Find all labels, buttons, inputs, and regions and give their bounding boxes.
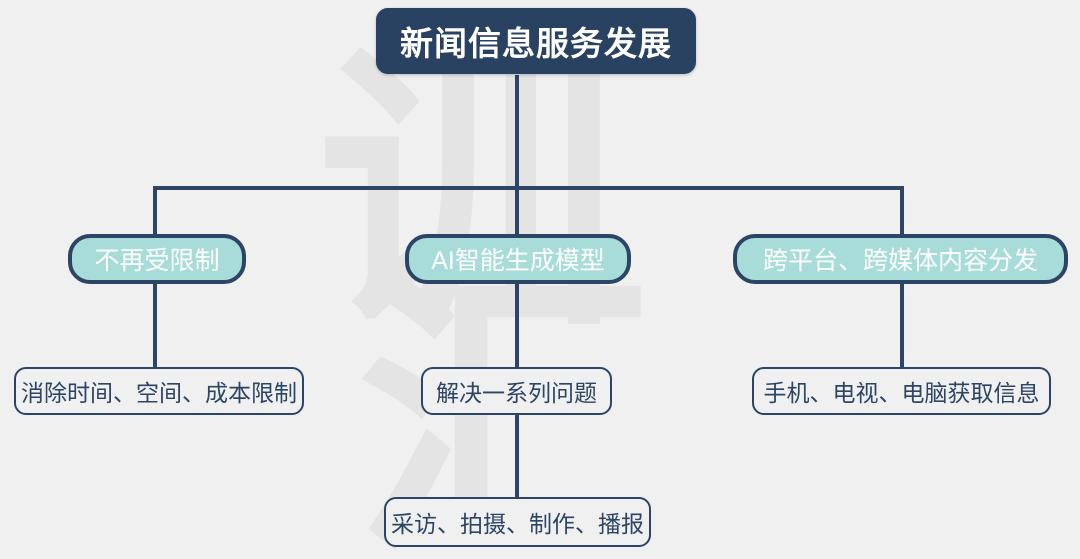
connector-bus-to-branch-2: [515, 186, 519, 236]
node-branch-2-leaf-2[interactable]: 采访、拍摄、制作、播报: [384, 497, 651, 547]
node-branch-1[interactable]: 不再受限制: [68, 234, 246, 284]
node-branch-3[interactable]: 跨平台、跨媒体内容分发: [733, 234, 1068, 284]
connector-horizontal-bus: [153, 186, 904, 190]
node-branch-2-leaf-1[interactable]: 解决一系列问题: [421, 367, 612, 415]
node-branch-2[interactable]: AI智能生成模型: [405, 234, 631, 284]
node-branch-1-leaf-1[interactable]: 消除时间、空间、成本限制: [14, 367, 304, 415]
node-branch-3-leaf-1[interactable]: 手机、电视、电脑获取信息: [752, 367, 1051, 415]
connector-bus-to-branch-3: [900, 186, 904, 236]
watermark-character-a: 训: [318, 21, 618, 370]
node-root[interactable]: 新闻信息服务发展: [376, 8, 696, 74]
connector-root-to-bus: [515, 75, 519, 190]
connector-branch-2-to-leaf-1: [515, 283, 519, 368]
connector-branch-2-to-leaf-2: [515, 414, 519, 499]
connector-bus-to-branch-1: [153, 186, 157, 236]
connector-branch-3-to-leaf-1: [900, 283, 904, 368]
connector-branch-1-to-leaf-1: [153, 283, 157, 368]
